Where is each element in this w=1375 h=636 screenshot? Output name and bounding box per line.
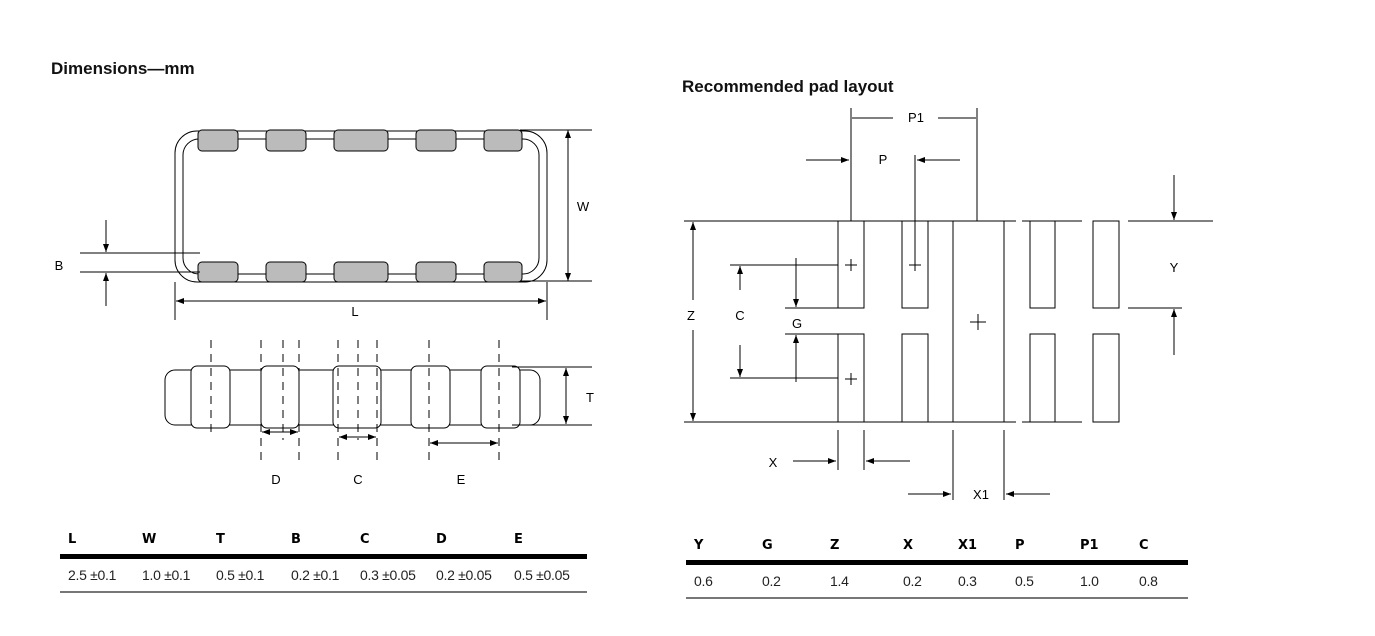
value-X: 0.2 — [895, 562, 950, 599]
dimensions-title: Dimensions—mm — [51, 59, 195, 78]
header-X: X — [895, 536, 950, 565]
label-P: P — [879, 152, 888, 167]
value-L: 2.5 ±0.1 — [60, 556, 134, 593]
label-G: G — [792, 316, 802, 331]
value-B: 0.2 ±0.1 — [283, 556, 352, 593]
value-X1: 0.3 — [950, 562, 1007, 599]
value-E: 0.5 ±0.05 — [506, 556, 587, 593]
header-T: T — [208, 530, 283, 559]
value-C: 0.8 — [1131, 562, 1188, 599]
header-Y: Y — [686, 536, 754, 565]
label-X: X — [769, 455, 778, 470]
header-G: G — [754, 536, 822, 565]
value-Y: 0.6 — [686, 562, 754, 599]
label-B: B — [55, 258, 64, 273]
header-L: L — [60, 530, 134, 559]
table-row: 2.5 ±0.1 1.0 ±0.1 0.5 ±0.1 0.2 ±0.1 0.3 … — [60, 556, 587, 593]
header-P: P — [1007, 536, 1072, 565]
header-C: C — [352, 530, 428, 559]
value-Z: 1.4 — [822, 562, 895, 599]
label-D: D — [271, 472, 280, 487]
label-P1: P1 — [908, 110, 924, 125]
side-view — [164, 340, 592, 465]
label-L: L — [351, 304, 358, 319]
value-G: 0.2 — [754, 562, 822, 599]
header-B: B — [283, 530, 352, 559]
table-row: 0.6 0.2 1.4 0.2 0.3 0.5 1.0 0.8 — [686, 562, 1188, 599]
pad-layout-title: Recommended pad layout — [682, 77, 894, 96]
dimensions-table: L W T B C D E 2.5 ±0.1 1.0 ±0.1 0.5 ±0.1… — [60, 530, 587, 593]
label-T: T — [586, 390, 594, 405]
label-W: W — [577, 199, 590, 214]
label-Z: Z — [687, 308, 695, 323]
value-T: 0.5 ±0.1 — [208, 556, 283, 593]
header-E: E — [506, 530, 587, 559]
value-P: 0.5 — [1007, 562, 1072, 599]
label-C-pad: C — [735, 308, 744, 323]
value-P1: 1.0 — [1072, 562, 1131, 599]
header-D: D — [428, 530, 506, 559]
value-D: 0.2 ±0.05 — [428, 556, 506, 593]
label-X1: X1 — [973, 487, 989, 502]
header-W: W — [134, 530, 208, 559]
pad-layout — [684, 108, 1213, 500]
header-P1: P1 — [1072, 536, 1131, 565]
value-W: 1.0 ±0.1 — [134, 556, 208, 593]
label-C: C — [353, 472, 362, 487]
header-Z: Z — [822, 536, 895, 565]
pad-layout-table: Y G Z X X1 P P1 C 0.6 0.2 1.4 0.2 0.3 0.… — [686, 536, 1188, 599]
header-X1: X1 — [950, 536, 1007, 565]
label-E: E — [457, 472, 466, 487]
header-C: C — [1131, 536, 1188, 565]
value-C: 0.3 ±0.05 — [352, 556, 428, 593]
label-Y: Y — [1170, 260, 1179, 275]
top-view — [80, 129, 592, 320]
